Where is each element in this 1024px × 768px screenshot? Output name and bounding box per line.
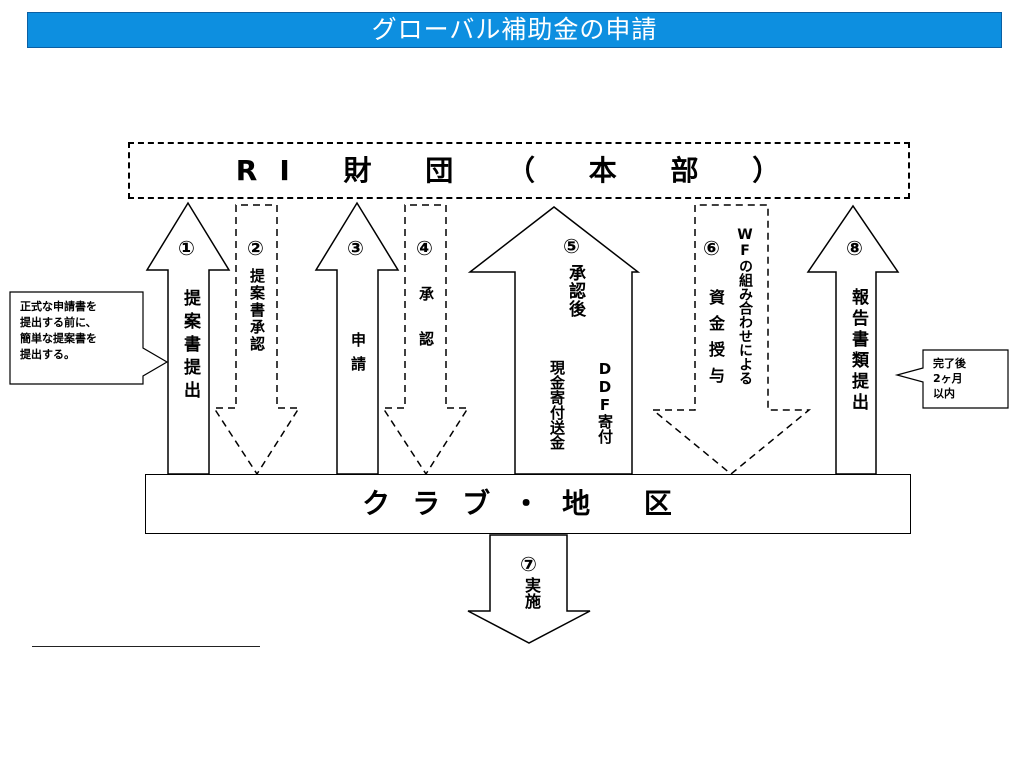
note-left-line-2: 提出する前に、 — [20, 316, 97, 329]
step-3-number: ③ — [347, 236, 364, 260]
note-left-line-3: 簡単な提案書を — [20, 332, 97, 345]
step-7-number: ⑦ — [520, 552, 537, 576]
note-right-line-1: 完了後 — [933, 357, 966, 370]
arrow-step-1 — [145, 201, 231, 475]
footer-divider — [32, 646, 260, 647]
note-left-line-1: 正式な申請書を — [20, 300, 97, 313]
step-5-ddf-donation: DDF寄付 — [596, 360, 614, 444]
step-1-label: 提案書提出 — [180, 289, 200, 404]
arrow-step-4 — [381, 204, 470, 476]
step-8-label: 報告書類提出 — [848, 288, 868, 414]
arrow-step-3 — [314, 201, 400, 475]
step-2-number: ② — [247, 236, 264, 260]
note-right-line-3: 以内 — [933, 387, 955, 400]
note-right-line-2: 2ヶ月 — [933, 372, 963, 385]
step-3-label: 申請 — [349, 332, 367, 380]
club-district-box: クラブ・地 区 — [145, 474, 911, 534]
step-4-number: ④ — [416, 236, 433, 260]
step-2-label: 提案書承認 — [248, 268, 266, 353]
step-5-number: ⑤ — [563, 234, 580, 258]
step-8-number: ⑧ — [846, 236, 863, 260]
step-4-label: 承認 — [417, 286, 435, 376]
page-title: グローバル補助金の申請 — [27, 12, 1002, 48]
step-5-cash-donation: 現金寄付送金 — [548, 360, 566, 450]
callout-left-shape — [9, 291, 169, 385]
step-6-wf-combination: WFの組み合わせによる — [737, 227, 753, 385]
arrow-step-8 — [806, 204, 900, 475]
arrow-step-5 — [467, 206, 641, 475]
arrow-step-6 — [650, 204, 812, 475]
note-left-line-4: 提出する。 — [20, 348, 75, 361]
ri-foundation-box: RI 財 団 （ 本 部 ） — [128, 142, 910, 199]
step-6-number: ⑥ — [703, 236, 720, 260]
arrow-step-2 — [212, 204, 301, 476]
arrow-step-7 — [467, 534, 591, 644]
callout-right-shape — [894, 349, 1009, 409]
step-1-number: ① — [178, 236, 195, 260]
step-6-label: 資金授与 — [706, 289, 725, 393]
step-7-label: 実施 — [522, 577, 541, 609]
step-5-label: 承認後 — [565, 264, 585, 318]
